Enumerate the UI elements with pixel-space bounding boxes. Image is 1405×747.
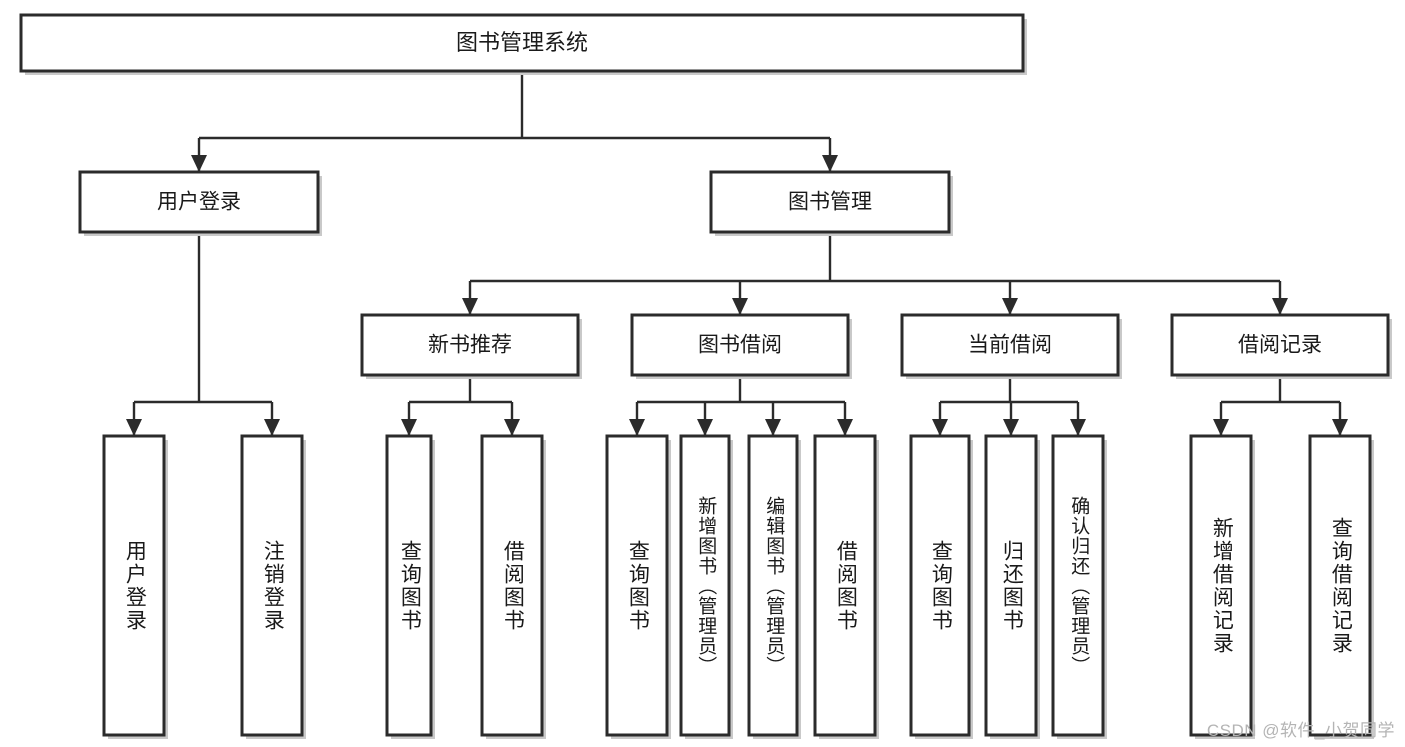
arrow-head — [629, 419, 645, 436]
arrow-head — [765, 419, 781, 436]
node-box-leaf-query-book-3[interactable] — [909, 434, 971, 737]
node-label-newbook: 新书推荐 — [428, 334, 512, 357]
node-box-leaf-edit-book[interactable] — [747, 434, 799, 737]
csdn-watermark: CSDN @软件_小贺同学 — [1206, 721, 1395, 740]
edge-group-borrow — [629, 375, 853, 436]
arrow-head — [732, 298, 748, 315]
arrow-head — [822, 155, 838, 172]
node-label-root: 图书管理系统 — [456, 30, 588, 55]
node-label-borrow: 图书借阅 — [698, 334, 782, 357]
arrow-head — [697, 419, 713, 436]
node-box-login[interactable] — [78, 170, 320, 234]
arrow-head — [264, 419, 280, 436]
arrow-head — [401, 419, 417, 436]
node-box-records[interactable] — [1170, 313, 1390, 377]
arrow-head — [1332, 419, 1348, 436]
node-box-current[interactable] — [900, 313, 1120, 377]
edge-group-newbook — [401, 375, 520, 436]
node-box-newbook[interactable] — [360, 313, 580, 377]
node-box-leaf-user-login[interactable] — [102, 434, 166, 737]
node-box-borrow[interactable] — [630, 313, 850, 377]
edge-group-login — [126, 232, 280, 436]
node-box-leaf-borrow-book-1[interactable] — [480, 434, 544, 737]
edge-group-current — [932, 375, 1086, 436]
arrow-head — [932, 419, 948, 436]
node-box-leaf-return-book[interactable] — [984, 434, 1038, 737]
arrow-head — [1002, 298, 1018, 315]
node-box-leaf-confirm-return[interactable] — [1051, 434, 1105, 737]
arrow-head — [1070, 419, 1086, 436]
edge-group-bookmgmt — [462, 232, 1288, 315]
edge-group-records — [1213, 375, 1348, 436]
arrow-head — [462, 298, 478, 315]
arrow-head — [504, 419, 520, 436]
edges-layer — [126, 71, 1348, 436]
node-box-leaf-add-book[interactable] — [679, 434, 731, 737]
edge-group-root — [191, 71, 838, 172]
node-label-login: 用户登录 — [157, 191, 241, 214]
arrow-head — [1272, 298, 1288, 315]
node-box-leaf-query-book-2[interactable] — [605, 434, 669, 737]
node-label-records: 借阅记录 — [1238, 334, 1322, 357]
node-box-leaf-query-record[interactable] — [1308, 434, 1372, 737]
node-box-leaf-user-logout[interactable] — [240, 434, 304, 737]
node-label-current: 当前借阅 — [968, 334, 1052, 357]
arrow-head — [1213, 419, 1229, 436]
arrow-head — [837, 419, 853, 436]
node-box-bookmgmt[interactable] — [709, 170, 951, 234]
node-box-root[interactable] — [19, 13, 1025, 73]
node-box-leaf-borrow-book-2[interactable] — [813, 434, 877, 737]
arrow-head — [1003, 419, 1019, 436]
arrow-head — [191, 155, 207, 172]
node-box-leaf-add-record[interactable] — [1189, 434, 1253, 737]
arrow-head — [126, 419, 142, 436]
boxes-layer — [19, 13, 1392, 739]
node-label-bookmgmt: 图书管理 — [788, 191, 872, 214]
node-box-leaf-query-book-1[interactable] — [385, 434, 433, 737]
